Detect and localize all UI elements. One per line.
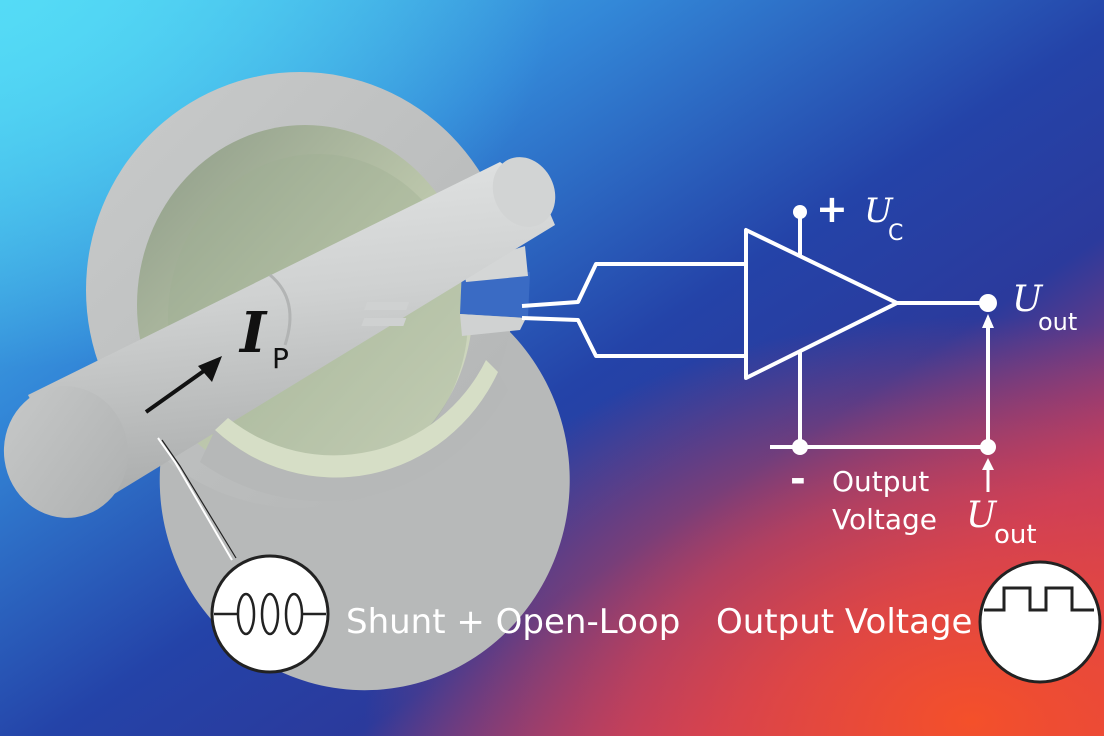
sense-arrow-head (982, 314, 994, 328)
caption-right: Output Voltage (716, 602, 972, 642)
leader-line-shadow (161, 439, 237, 559)
hall-element-bottom (361, 318, 407, 326)
square-wave-icon (978, 560, 1102, 684)
measured-output-subscript: out (994, 520, 1037, 550)
op-amp-triangle (744, 228, 899, 380)
rod-band-edge (269, 273, 292, 346)
negative-caption-line2: Voltage (832, 503, 937, 536)
ring-gap-top-face (463, 246, 528, 282)
supply-subscript: C (888, 221, 903, 246)
supply-sign: + (816, 187, 848, 231)
measure-arrow-head (982, 458, 994, 470)
wire-lower-input (521, 316, 746, 358)
hall-element-top (364, 302, 410, 310)
leader-line (157, 437, 233, 561)
primary-current-subscript: P (272, 342, 289, 375)
terminal-supply (793, 205, 807, 219)
ring-core-front (200, 372, 508, 502)
supply-symbol: U (864, 191, 894, 231)
negative-sign: - (790, 457, 806, 501)
negative-caption-line1: Output (832, 465, 929, 498)
terminal-ground-left (792, 439, 808, 455)
primary-current-symbol: I (238, 300, 268, 366)
measured-output-symbol: U (966, 495, 998, 536)
terminal-output (979, 294, 997, 312)
rod-far-end (492, 157, 556, 227)
rod-body (28, 162, 555, 510)
output-subscript: out (1038, 308, 1077, 336)
primary-conductor (3, 157, 556, 518)
caption-left: Shunt + Open-Loop (346, 602, 680, 642)
output-symbol: U (1012, 279, 1044, 320)
coil-icon (210, 554, 330, 674)
terminal-ground-right (980, 439, 996, 455)
rod-near-end (3, 386, 129, 518)
ring-core-front-inner (215, 360, 498, 478)
wire-upper-input (521, 262, 746, 308)
arrow-icon (144, 356, 222, 414)
ring-gap-bottom-face (460, 314, 526, 336)
